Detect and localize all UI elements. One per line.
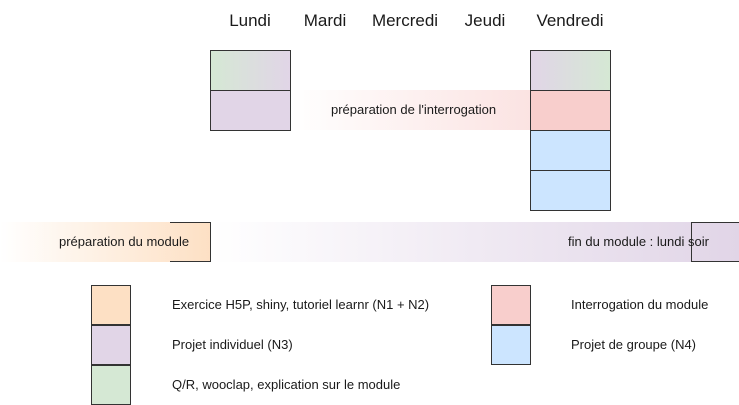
lundi-cell-qr bbox=[210, 50, 291, 91]
interrogation-prep-label: préparation de l'interrogation bbox=[331, 102, 497, 117]
day-header-mardi: Mardi bbox=[303, 11, 347, 30]
legend-swatch-qr bbox=[91, 365, 131, 405]
module-end-label: fin du module : lundi soir bbox=[568, 234, 709, 249]
vendredi-cell-interrogation bbox=[530, 90, 611, 131]
module-end-band bbox=[211, 222, 739, 262]
day-header-vendredi: Vendredi bbox=[536, 11, 604, 30]
legend-label-projet-groupe: Projet de groupe (N4) bbox=[571, 337, 697, 352]
day-header-lundi: Lundi bbox=[229, 11, 271, 30]
day-header-mercredi: Mercredi bbox=[371, 11, 439, 30]
legend-swatch-exercice bbox=[91, 285, 131, 325]
interrogation-prep-band bbox=[290, 90, 530, 130]
lundi-cell-projet-individuel bbox=[210, 90, 291, 131]
module-prep-label: préparation du module bbox=[59, 234, 190, 249]
module-prep-edge bbox=[170, 222, 211, 262]
legend-swatch-projet-individuel bbox=[91, 325, 131, 365]
legend-label-interrogation: Interrogation du module bbox=[571, 297, 709, 312]
vendredi-cell-projet-groupe-1 bbox=[530, 130, 611, 171]
legend-swatch-interrogation bbox=[491, 285, 531, 325]
day-header-jeudi: Jeudi bbox=[464, 11, 506, 30]
legend-label-qr: Q/R, wooclap, explication sur le module bbox=[172, 377, 401, 392]
vendredi-cell-projet-groupe-2 bbox=[530, 170, 611, 211]
legend-label-exercice: Exercice H5P, shiny, tutoriel learnr (N1… bbox=[172, 297, 430, 312]
legend-label-projet-individuel: Projet individuel (N3) bbox=[172, 337, 293, 352]
module-prep-band bbox=[0, 222, 211, 262]
legend-swatch-projet-groupe bbox=[491, 325, 531, 365]
module-end-edge bbox=[691, 222, 739, 262]
vendredi-cell-qr bbox=[530, 50, 611, 91]
